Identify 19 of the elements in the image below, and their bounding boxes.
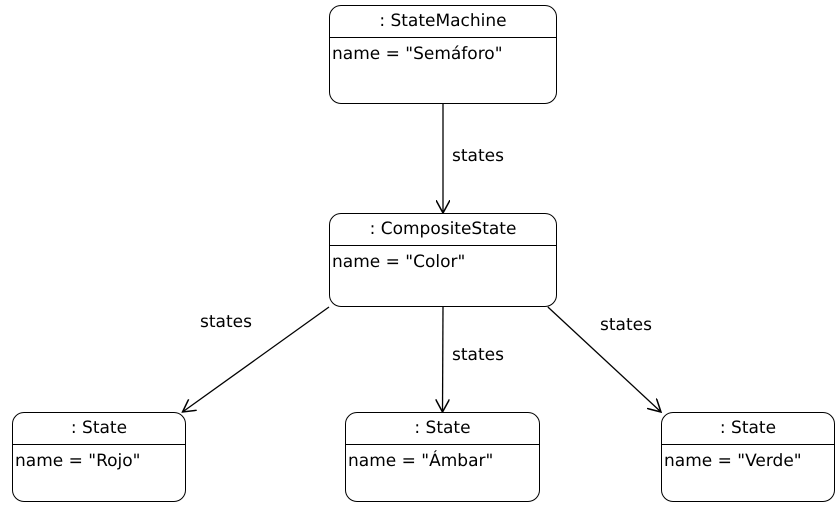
object-name: : StateMachine bbox=[330, 6, 556, 38]
attribute-text: name = "Rojo" bbox=[14, 450, 142, 473]
object-box bbox=[329, 5, 557, 104]
association-arrow bbox=[435, 104, 451, 214]
attribute-text: name = "Semáforo" bbox=[331, 43, 504, 66]
object-box bbox=[661, 412, 835, 502]
object-box bbox=[12, 412, 186, 502]
object-name: : CompositeState bbox=[330, 214, 556, 246]
object-name: : State bbox=[346, 413, 539, 445]
attribute-text: name = "Verde" bbox=[663, 450, 803, 473]
association-arrow bbox=[182, 306, 330, 413]
association-arrow bbox=[547, 306, 662, 413]
attribute-text: name = "Ámbar" bbox=[347, 449, 494, 473]
object-name: : State bbox=[662, 413, 834, 445]
object-name: : State bbox=[13, 413, 185, 445]
object-box bbox=[345, 412, 540, 502]
object-box bbox=[329, 213, 557, 307]
attribute-text: name = "Color" bbox=[331, 251, 466, 274]
association-arrow bbox=[434, 307, 450, 413]
